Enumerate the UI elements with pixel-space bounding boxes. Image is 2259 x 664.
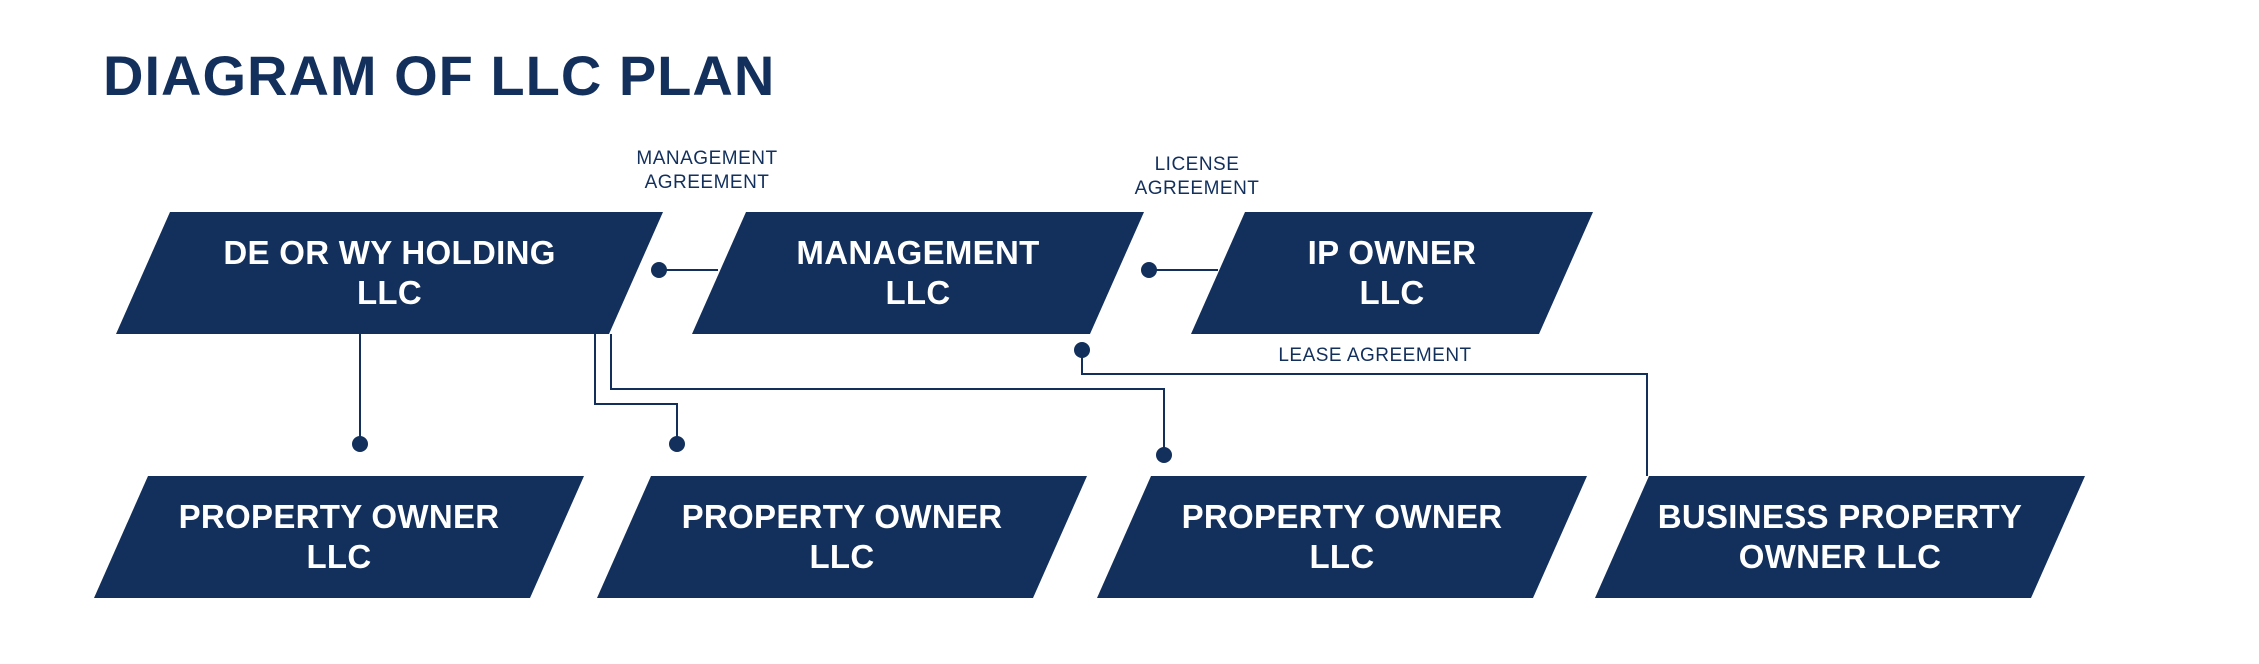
property-owner-llc-label-3: PROPERTY OWNER LLC bbox=[1181, 498, 1503, 575]
business-property-owner-llc-label: BUSINESS PROPERTY OWNER LLC bbox=[1657, 498, 2023, 575]
page-title: DIAGRAM OF LLC PLAN bbox=[103, 44, 776, 107]
management-agreement-label: MANAGEMENT AGREEMENT bbox=[636, 148, 778, 193]
ip-owner-llc-label: IP OWNER LLC bbox=[1307, 234, 1477, 311]
lease-agreement-label: LEASE AGREEMENT bbox=[1278, 345, 1472, 366]
connector-holding-property-2 bbox=[594, 334, 678, 444]
business-property-owner-llc-box: BUSINESS PROPERTY OWNER LLC bbox=[1595, 476, 2085, 598]
holding-llc-box: DE OR WY HOLDING LLC bbox=[116, 212, 663, 334]
holding-llc-label: DE OR WY HOLDING LLC bbox=[223, 234, 556, 311]
property-owner-llc-label-2: PROPERTY OWNER LLC bbox=[681, 498, 1003, 575]
connector-dot bbox=[352, 436, 368, 452]
management-llc-label: MANAGEMENT LLC bbox=[796, 234, 1040, 311]
management-llc-box: MANAGEMENT LLC bbox=[692, 212, 1144, 334]
connector-dot bbox=[651, 262, 667, 278]
connector-dot bbox=[1141, 262, 1157, 278]
connector-lease-agreement bbox=[1081, 350, 1648, 476]
license-agreement-label: LICENSE AGREEMENT bbox=[1134, 154, 1260, 199]
property-owner-llc-box-3: PROPERTY OWNER LLC bbox=[1097, 476, 1587, 598]
property-owner-llc-label-1: PROPERTY OWNER LLC bbox=[178, 498, 500, 575]
connector-holding-property-3 bbox=[610, 334, 1165, 455]
property-owner-llc-box-2: PROPERTY OWNER LLC bbox=[597, 476, 1087, 598]
connector-dot bbox=[1156, 447, 1172, 463]
connector-dot bbox=[669, 436, 685, 452]
property-owner-llc-box-1: PROPERTY OWNER LLC bbox=[94, 476, 584, 598]
connector-dot bbox=[1074, 342, 1090, 358]
ip-owner-llc-box: IP OWNER LLC bbox=[1191, 212, 1593, 334]
